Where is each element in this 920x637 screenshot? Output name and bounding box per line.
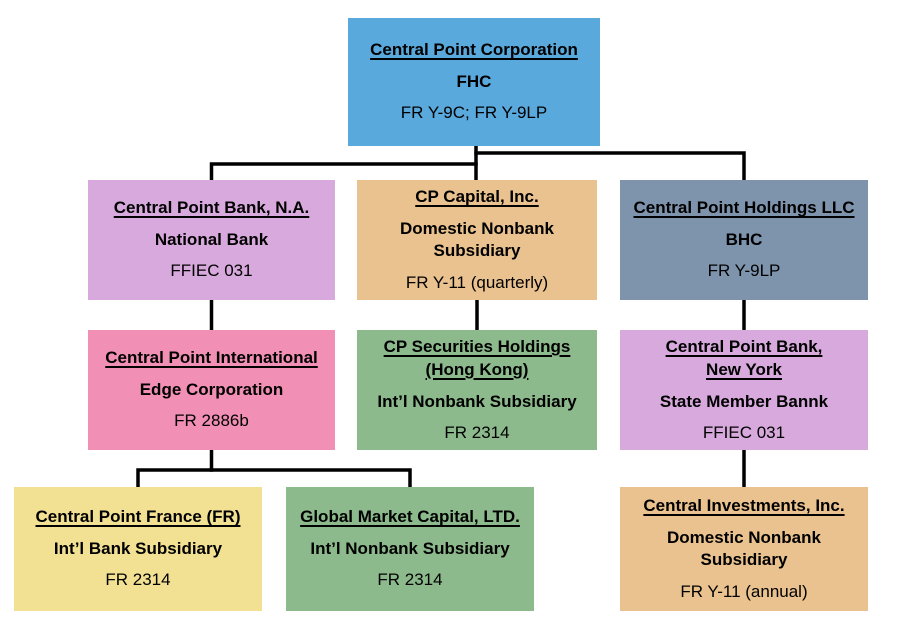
node-central-point-bank-na: Central Point Bank, N.A. National Bank F…: [88, 180, 335, 300]
node-subtitle: Int’l Bank Subsidiary: [53, 539, 223, 559]
node-title: Central Point Corporation: [370, 40, 578, 60]
node-central-point-france: Central Point France (FR) Int’l Bank Sub…: [14, 487, 262, 611]
node-title: Central Investments, Inc.: [643, 496, 845, 516]
node-subtitle: Domestic Nonbank Subsidiary: [400, 219, 554, 261]
node-title: Central Point Bank, N.A.: [113, 198, 310, 218]
node-subtitle: FHC: [456, 72, 492, 92]
node-form: FR 2314: [444, 422, 510, 442]
node-form: FR Y-9LP: [707, 261, 781, 281]
node-subtitle: Int’l Nonbank Subsidiary: [377, 391, 577, 411]
node-subtitle: Edge Corporation: [139, 380, 284, 400]
node-form: FFIEC 031: [702, 422, 786, 442]
node-subtitle: Int’l Nonbank Subsidiary: [310, 539, 510, 559]
node-title: Central Point Bank, New York: [665, 336, 823, 379]
connector-top-to-holdings: [474, 151, 746, 182]
node-subtitle: State Member Bannk: [659, 391, 829, 411]
node-title: CP Securities Holdings (Hong Kong): [383, 336, 571, 379]
node-form: FR Y-11 (quarterly): [405, 272, 549, 292]
node-central-point-holdings-llc: Central Point Holdings LLC BHC FR Y-9LP: [620, 180, 868, 300]
node-title: Central Point International: [105, 348, 318, 368]
node-form: FR Y-11 (annual): [680, 581, 808, 601]
node-title: Central Point France (FR): [35, 507, 241, 527]
node-title: Central Point Holdings LLC: [633, 198, 855, 218]
node-form: FR 2886b: [174, 411, 249, 431]
node-title: Global Market Capital, LTD.: [300, 507, 520, 527]
node-central-point-international: Central Point International Edge Corpora…: [88, 330, 335, 450]
node-global-market-capital: Global Market Capital, LTD. Int’l Nonban…: [286, 487, 534, 611]
node-form: FR Y-9C; FR Y-9LP: [400, 103, 548, 123]
node-subtitle: BHC: [725, 230, 763, 250]
node-title: CP Capital, Inc.: [415, 187, 539, 207]
node-form: FFIEC 031: [170, 261, 253, 281]
connector-top-to-bank-na: [209, 162, 478, 182]
node-cp-capital: CP Capital, Inc. Domestic Nonbank Subsid…: [357, 180, 597, 300]
node-cp-securities-holdings: CP Securities Holdings (Hong Kong) Int’l…: [357, 330, 597, 450]
node-subtitle: Domestic Nonbank Subsidiary: [667, 528, 821, 570]
node-central-point-bank-new-york: Central Point Bank, New York State Membe…: [620, 330, 868, 450]
node-subtitle: National Bank: [154, 230, 269, 250]
node-form: FR 2314: [377, 570, 443, 590]
node-central-point-corporation: Central Point Corporation FHC FR Y-9C; F…: [348, 18, 600, 146]
node-central-investments: Central Investments, Inc. Domestic Nonba…: [620, 487, 868, 611]
node-form: FR 2314: [105, 570, 171, 590]
connector-international-to-children: [136, 468, 412, 489]
